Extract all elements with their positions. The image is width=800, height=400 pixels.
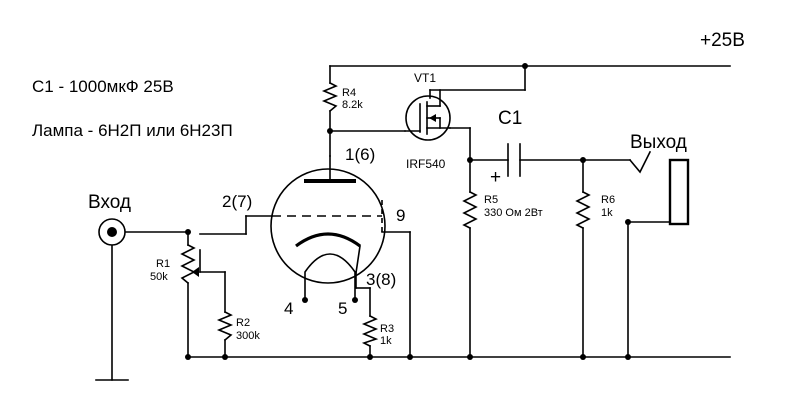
output-connector bbox=[628, 150, 690, 226]
r5-body bbox=[462, 190, 478, 230]
r3-ref: R3 bbox=[380, 323, 394, 335]
cathode-lead bbox=[355, 245, 361, 274]
pin-anode-label: 1(6) bbox=[345, 145, 375, 164]
output-label: Выход bbox=[630, 132, 687, 153]
junction-dot bbox=[467, 157, 473, 163]
junction-dot bbox=[625, 354, 631, 360]
pin-grid-label: 2(7) bbox=[222, 192, 252, 211]
pin-ct-label: 9 bbox=[396, 206, 405, 225]
pin-heater-a-label: 4 bbox=[284, 299, 293, 318]
r6-ref: R6 bbox=[601, 194, 615, 206]
r1-body bbox=[180, 243, 196, 285]
r2-body bbox=[216, 310, 234, 342]
c1-ref: C1 bbox=[498, 108, 522, 129]
junction-dot bbox=[467, 354, 473, 360]
cathode bbox=[295, 232, 361, 248]
r2-value: 300k bbox=[236, 330, 260, 342]
resistor-r5: R5 330 Ом 2Вт bbox=[462, 190, 543, 230]
pin-cathode-label: 3(8) bbox=[366, 270, 396, 289]
capacitor-c1: C1 + bbox=[490, 108, 522, 188]
mosfet-vt1: VT1 IRF540 bbox=[404, 71, 451, 171]
junction-dot bbox=[580, 354, 586, 360]
junction-dot bbox=[407, 354, 413, 360]
input-jack bbox=[98, 218, 126, 246]
r4-body bbox=[321, 81, 339, 113]
junction-dot bbox=[222, 354, 228, 360]
r6-value: 1k bbox=[601, 207, 613, 219]
junction-dot bbox=[185, 354, 191, 360]
junction-dot bbox=[367, 354, 373, 360]
r3-value: 1k bbox=[380, 335, 392, 347]
junction-dot bbox=[625, 219, 631, 225]
input-label: Вход bbox=[88, 192, 131, 213]
junctions bbox=[185, 63, 631, 360]
input-jack-ring bbox=[98, 218, 126, 246]
resistor-r3: R3 1k bbox=[361, 314, 394, 348]
junction-dot bbox=[580, 157, 586, 163]
heater bbox=[304, 253, 356, 301]
vt1-envelope bbox=[405, 95, 451, 141]
junction-dot bbox=[522, 63, 528, 69]
output-jack-lead bbox=[628, 150, 652, 174]
r4-ref: R4 bbox=[342, 87, 356, 99]
c1-spec-note: C1 - 1000мкФ 25В bbox=[32, 77, 174, 96]
r3-body bbox=[361, 314, 379, 348]
pin-heater-b-label: 5 bbox=[338, 299, 347, 318]
output-jack-body bbox=[668, 158, 690, 226]
r4-value: 8.2k bbox=[342, 99, 363, 111]
potentiometer-r1: R1 50k bbox=[150, 243, 201, 285]
vt1-ref: VT1 bbox=[414, 71, 436, 85]
tube-spec-note: Лампа - 6Н2П или 6Н23П bbox=[32, 121, 233, 140]
r2-ref: R2 bbox=[236, 317, 250, 329]
resistor-r6: R6 1k bbox=[575, 190, 615, 230]
r1-value: 50k bbox=[150, 271, 168, 283]
vt1-part: IRF540 bbox=[406, 157, 446, 171]
junction-dot bbox=[327, 128, 333, 134]
r1-ref: R1 bbox=[156, 258, 170, 270]
wires bbox=[95, 65, 731, 381]
c1-polarity: + bbox=[490, 167, 501, 188]
resistor-r4: R4 8.2k bbox=[321, 81, 363, 113]
junction-dot bbox=[185, 229, 191, 235]
r5-value: 330 Ом 2Вт bbox=[484, 207, 543, 219]
input-jack-pin bbox=[107, 227, 117, 237]
tube-envelope bbox=[270, 168, 386, 284]
r6-body bbox=[575, 190, 591, 230]
r1-wiper-arrow bbox=[192, 267, 199, 277]
resistor-r2: R2 300k bbox=[216, 310, 260, 342]
supply-label: +25В bbox=[700, 30, 745, 51]
vacuum-tube: 1(6) 2(7) 9 3(8) 4 5 bbox=[222, 145, 405, 318]
r5-ref: R5 bbox=[484, 194, 498, 206]
